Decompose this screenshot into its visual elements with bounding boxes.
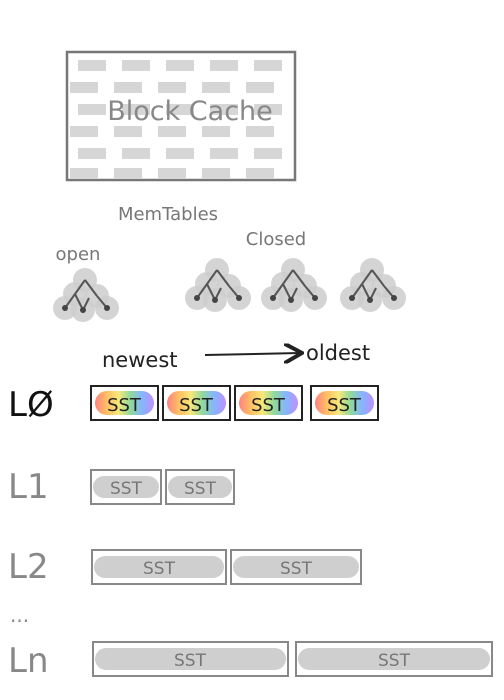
sst-ln-2-label: SST [378, 651, 411, 671]
memtables-open-label: open [56, 244, 101, 265]
level-label-l2: L2 [8, 547, 49, 587]
level-l1: SST SST [90, 469, 235, 505]
cache-brick [254, 104, 282, 115]
cache-brick [166, 148, 194, 159]
block-cache-bricks [70, 60, 282, 179]
memtable-closed-tree-3 [340, 258, 406, 312]
sst-l0-4: SST [310, 385, 379, 421]
cache-brick [70, 168, 98, 179]
sst-ln-2: SST [295, 641, 493, 677]
cache-brick [70, 82, 98, 93]
cache-brick [166, 60, 194, 71]
cache-brick [158, 82, 186, 93]
level-l2: SST SST [91, 549, 362, 585]
sst-l1-1: SST [90, 469, 162, 505]
cache-brick [210, 148, 238, 159]
oldest-label: oldest [306, 341, 370, 365]
sst-l0-4-label: SST [327, 395, 362, 416]
sst-l2-1-label: SST [143, 559, 176, 579]
cache-brick [210, 104, 238, 115]
cache-brick [78, 148, 106, 159]
newest-label: newest [102, 348, 178, 372]
cache-brick [122, 104, 150, 115]
block-cache-label: Block Cache [107, 96, 273, 127]
level-label-l0: LØ [8, 385, 54, 425]
sst-ln-1: SST [92, 641, 289, 677]
sst-l1-2-label: SST [184, 479, 217, 499]
sst-l2-2-label: SST [280, 559, 313, 579]
sst-l1-1-label: SST [110, 479, 143, 499]
sst-l2-2: SST [230, 549, 362, 585]
sst-l0-3: SST [234, 385, 303, 421]
level-label-ln: Ln [8, 641, 49, 681]
cache-brick [210, 60, 238, 71]
sst-l2-1: SST [91, 549, 227, 585]
cache-brick [70, 126, 98, 137]
memtables-closed-label: Closed [246, 229, 306, 250]
cache-brick [114, 168, 142, 179]
cache-brick [246, 82, 274, 93]
sst-l0-2-label: SST [179, 395, 214, 416]
level-ln: SST SST [92, 641, 493, 677]
level-label-ellipsis: ... [10, 603, 29, 627]
cache-brick [114, 82, 142, 93]
memtable-closed-tree-2 [261, 258, 327, 312]
sst-ln-1-label: SST [174, 651, 207, 671]
cache-brick [122, 148, 150, 159]
cache-brick [202, 82, 230, 93]
cache-brick [246, 126, 274, 137]
cache-brick [254, 60, 282, 71]
cache-brick [202, 126, 230, 137]
newest-to-oldest-arrow [204, 353, 300, 355]
memtables-group [53, 258, 406, 322]
sst-l0-2: SST [162, 385, 231, 421]
level-label-l1: L1 [8, 467, 49, 507]
block-cache: Block Cache [65, 50, 297, 182]
level-l0: SST SST SST SST [90, 385, 379, 421]
cache-brick [158, 168, 186, 179]
memtable-open-tree [53, 268, 119, 322]
cache-brick [122, 60, 150, 71]
cache-brick [166, 104, 194, 115]
sst-l0-3-label: SST [251, 395, 286, 416]
cache-brick [78, 60, 106, 71]
cache-brick [202, 168, 230, 179]
cache-brick [246, 168, 274, 179]
memtables-title: MemTables [118, 204, 218, 225]
sst-l1-2: SST [165, 469, 235, 505]
cache-brick [114, 126, 142, 137]
sst-l0-1: SST [90, 385, 159, 421]
memtable-closed-tree-1 [185, 258, 251, 312]
cache-brick [158, 126, 186, 137]
cache-brick [78, 104, 106, 115]
sst-l0-1-label: SST [107, 395, 142, 416]
cache-brick [254, 148, 282, 159]
